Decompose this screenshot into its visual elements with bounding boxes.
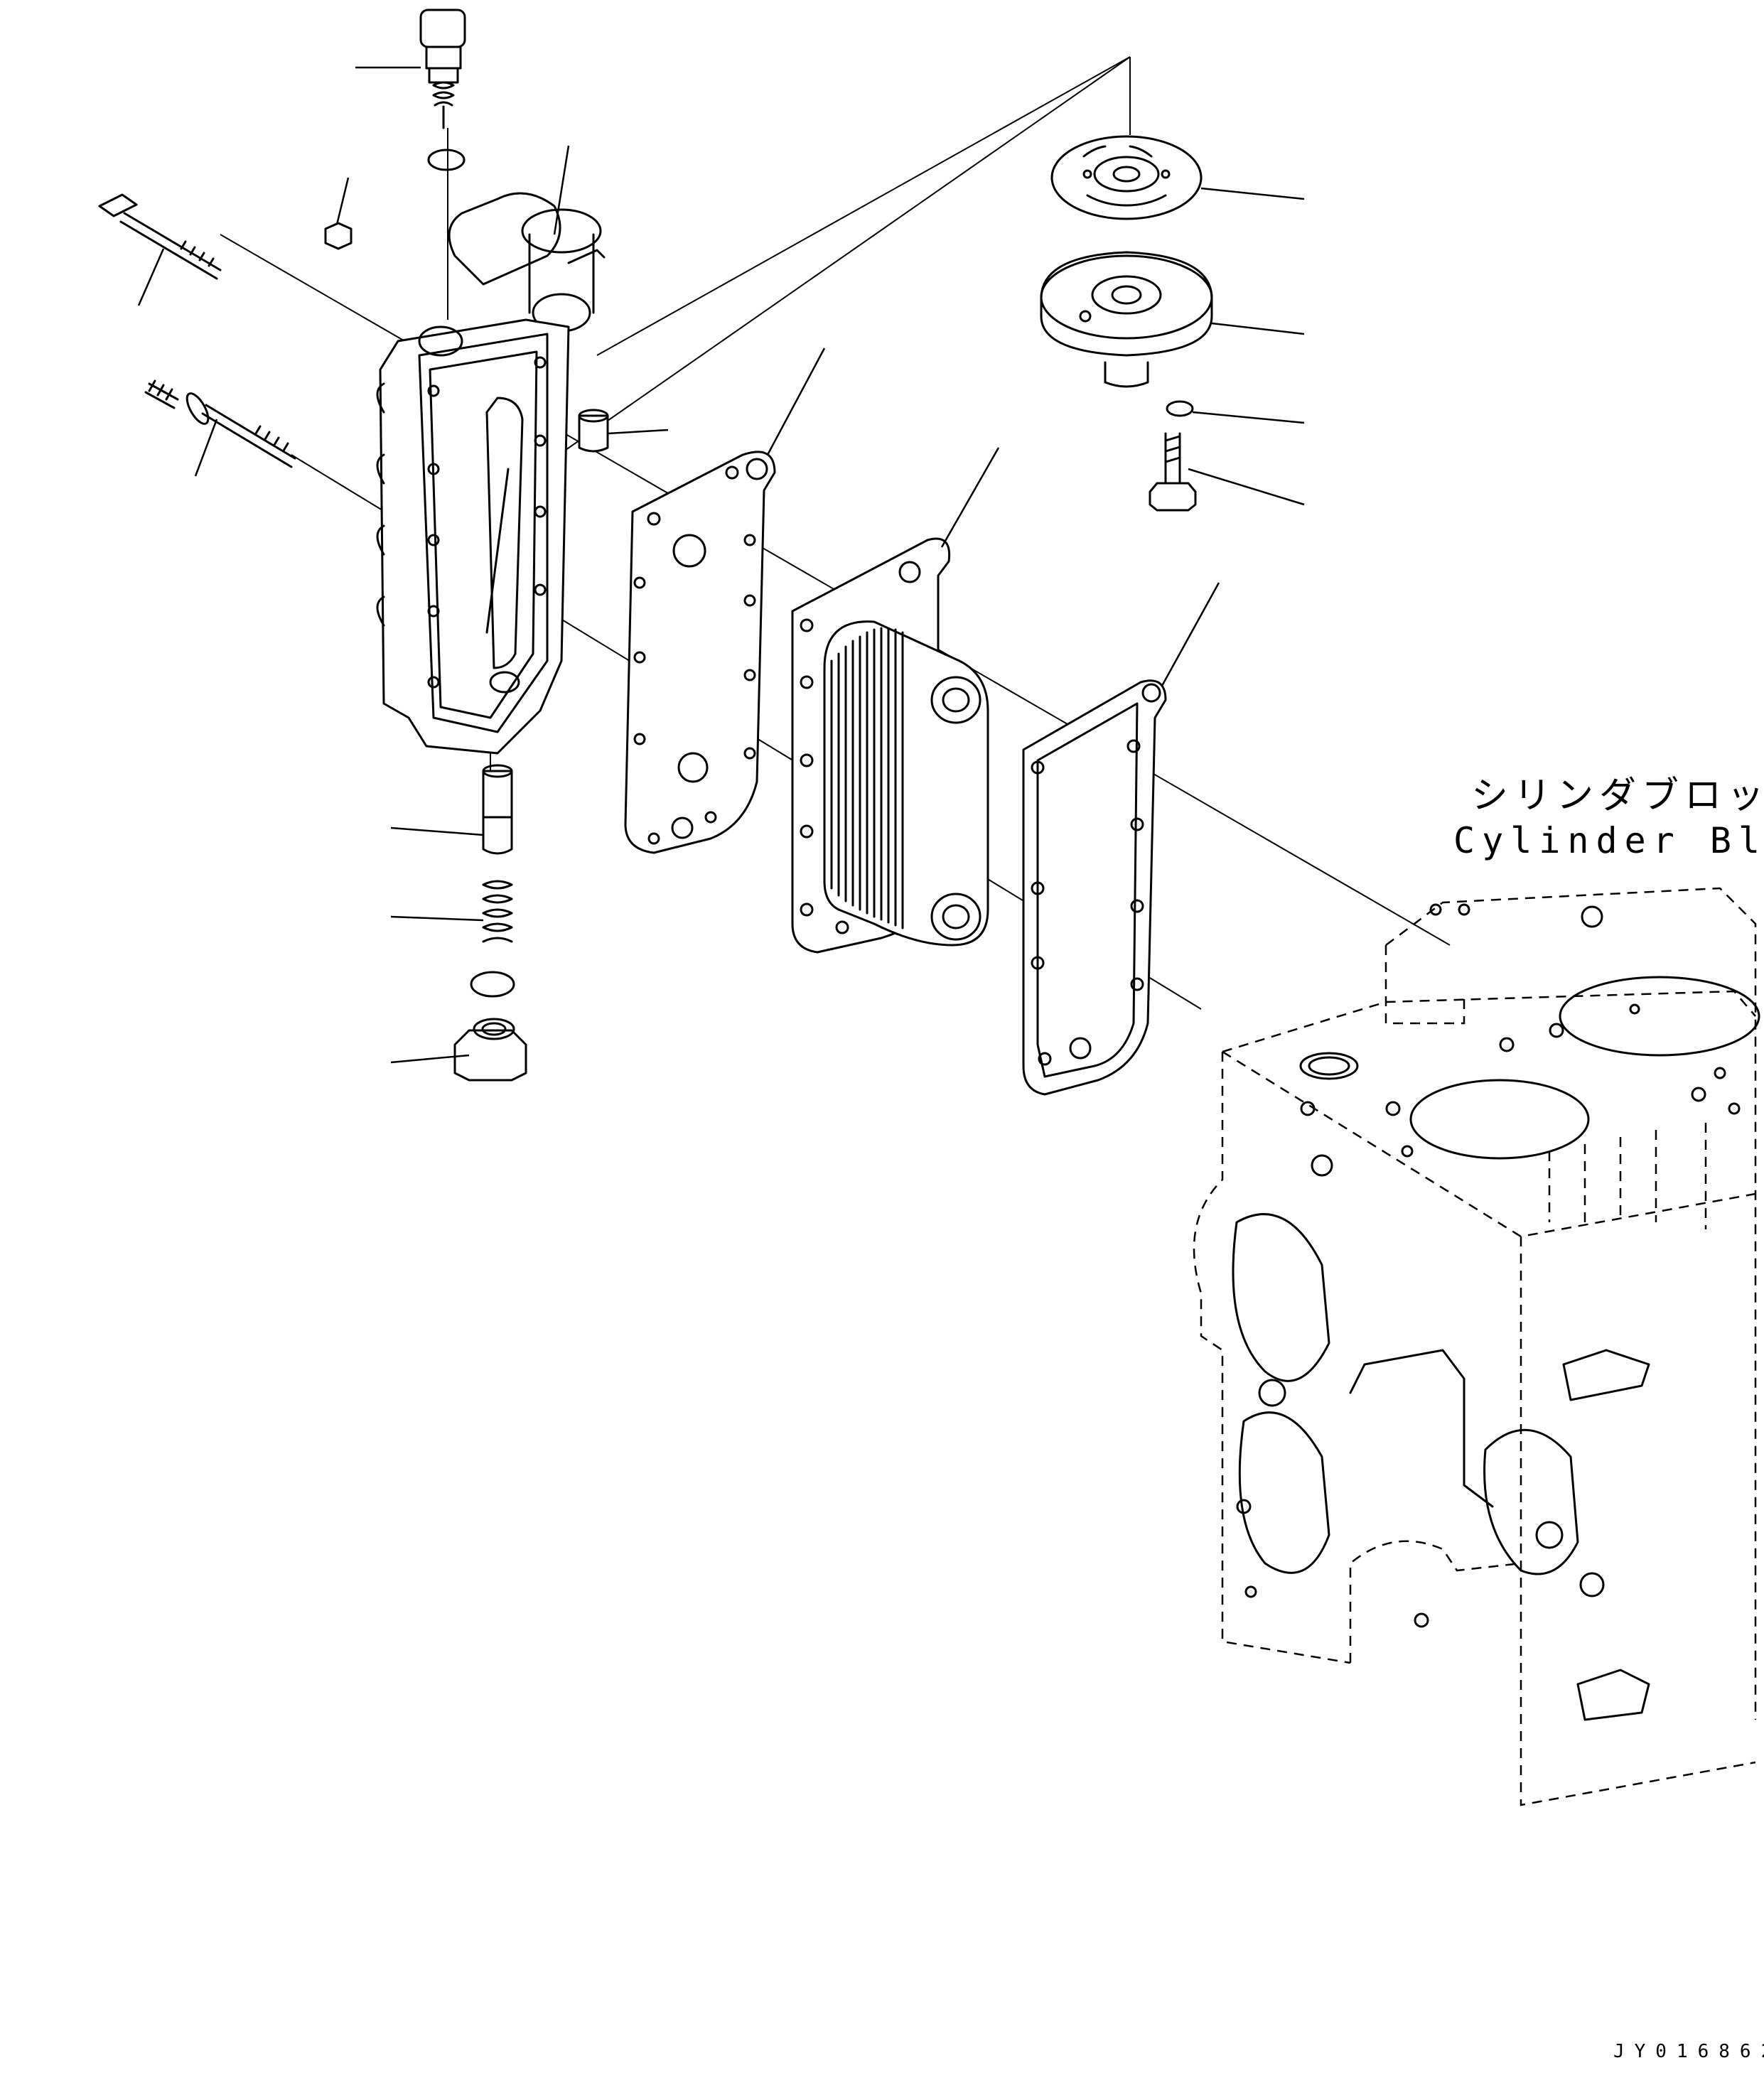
flange-bolt-upper: [98, 193, 222, 306]
gasket-block: [1022, 582, 1220, 1096]
bushing: [578, 409, 669, 453]
oil-cooler-element: [791, 447, 1000, 954]
thermostat: [1040, 251, 1305, 388]
relief-valve-plug-bottom: [390, 1018, 527, 1082]
cylinder-block-label-jp: シリンダブロック: [1471, 775, 1764, 817]
small-plug: [324, 177, 353, 250]
o-ring-bottom: [470, 971, 515, 998]
drawing-code: JY016862: [1613, 2041, 1764, 2062]
thermostat-o-ring: [1166, 400, 1305, 424]
thermostat-seal: [1050, 135, 1305, 220]
gasket-housing: [624, 347, 826, 854]
o-ring-top: [427, 149, 466, 171]
cylinder-block-label-en: Cylinder Block: [1453, 820, 1764, 861]
cylinder-block-outline: [1193, 887, 1760, 1806]
valve-piston: [390, 764, 513, 855]
flange-bolt-lower: [144, 379, 296, 477]
valve-spring: [390, 880, 513, 943]
thermostat-bolt: [1149, 432, 1305, 512]
oil-cooler-housing: [376, 145, 606, 755]
relief-valve-plug-top: [355, 9, 466, 129]
